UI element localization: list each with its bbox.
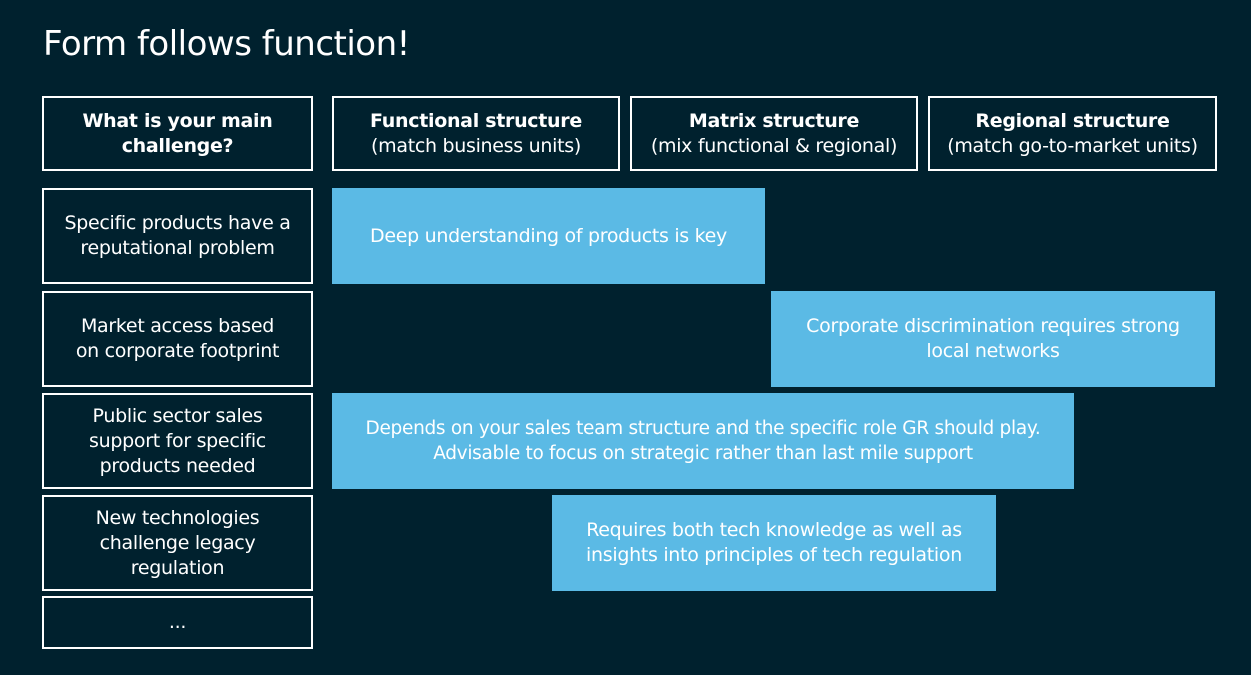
header-regional-name: Regional structure <box>975 109 1170 132</box>
header-matrix-structure: Matrix structure (mix functional & regio… <box>630 96 918 171</box>
challenge-label: Specific products have a reputational pr… <box>64 212 291 259</box>
header-regional-detail: (match go-to-market units) <box>947 134 1198 157</box>
recommendation-line: insights into principles of tech regulat… <box>586 544 962 566</box>
recommendation-line: Requires both tech knowledge as well as <box>586 519 962 541</box>
header-challenge: What is your main challenge? <box>42 96 313 171</box>
header-regional-structure: Regional structure (match go-to-market u… <box>928 96 1217 171</box>
header-functional-structure: Functional structure (match business uni… <box>332 96 620 171</box>
slide-title: Form follows function! <box>43 24 410 64</box>
recommendation-line: Advisable to focus on strategic rather t… <box>433 443 973 464</box>
header-functional-name: Functional structure <box>370 109 582 132</box>
recommendation-line: Corporate discrimination requires strong <box>806 315 1180 337</box>
challenge-label: Public sector sales support for specific… <box>89 404 266 477</box>
recommendation-line: Deep understanding of products is key <box>369 224 728 247</box>
challenge-box-new-technologies: New technologies challenge legacy regula… <box>42 495 313 591</box>
challenge-box-more: ... <box>42 596 313 649</box>
recommendation-bar-functional: Deep understanding of products is key <box>332 188 765 284</box>
recommendation-bar-matrix: Requires both tech knowledge as well as … <box>552 495 996 591</box>
header-matrix-name: Matrix structure <box>688 109 860 132</box>
challenge-box-market-access: Market access based on corporate footpri… <box>42 291 313 387</box>
challenge-label: ... <box>168 611 187 633</box>
challenge-label: New technologies challenge legacy regula… <box>95 506 260 579</box>
recommendation-line: local networks <box>926 340 1060 362</box>
recommendation-bar-regional: Corporate discrimination requires strong… <box>771 291 1215 387</box>
recommendation-line: Depends on your sales team structure and… <box>365 418 1041 439</box>
challenge-label: Market access based on corporate footpri… <box>75 315 280 362</box>
recommendation-bar-depends: Depends on your sales team structure and… <box>332 393 1074 489</box>
header-challenge-label: What is your main challenge? <box>82 109 273 157</box>
header-matrix-detail: (mix functional & regional) <box>650 134 898 157</box>
challenge-box-public-sector: Public sector sales support for specific… <box>42 393 313 489</box>
header-functional-detail: (match business units) <box>371 134 581 157</box>
challenge-box-reputational: Specific products have a reputational pr… <box>42 188 313 284</box>
